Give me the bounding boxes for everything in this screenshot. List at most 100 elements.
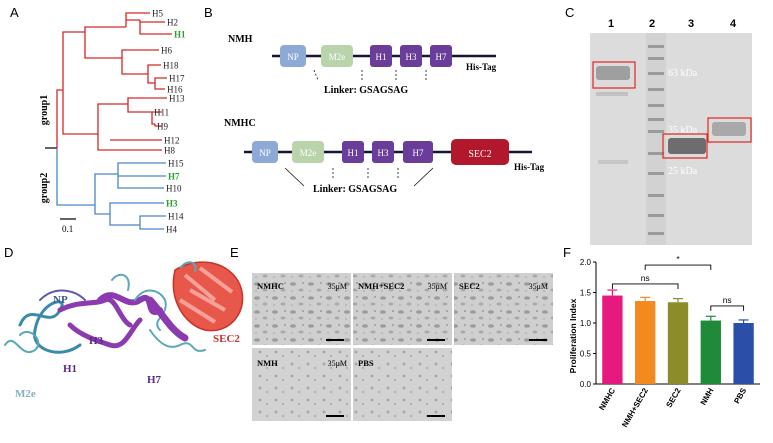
tree-leaf-h16: H16 [167,85,183,95]
tree-leaf-h6: H6 [161,46,172,56]
bar-pbs [733,323,754,384]
m2e-label: M2e [15,388,36,400]
nmh-h7-label: H7 [436,52,447,62]
tree-leaf-h17: H17 [169,74,185,84]
x-tick-label: NMHC [597,386,617,411]
y-tick-label: 2.0 [580,258,592,267]
significance-bracket [611,283,679,289]
tree-leaf-h15: H15 [168,159,184,169]
tree-group1 [56,12,172,151]
y-tick-label: 0.0 [580,380,592,389]
nmh-tag: His-Tag [466,62,497,72]
tree-leaf-h10: H10 [166,184,182,194]
nmh-linker: Linker: GSAGSAG [324,85,408,96]
nmhc-h3-label: H3 [378,148,389,158]
lane-4-label: 4 [730,18,737,30]
image-sec2 [454,273,553,345]
nmhc-tag: His-Tag [514,162,545,172]
image-nmh [252,348,351,421]
image-nmh-sec2-title: NMH+SEC2 [358,281,404,291]
image-nmhc-conc: 35μM [328,282,347,291]
nmhc-m2e-label: M2e [300,148,317,158]
nmh-linker-marks [313,69,427,81]
tree-leaf-h3: H3 [166,199,178,209]
h7-label: H7 [147,374,162,386]
highlight-boxes [592,61,752,159]
image-sec2-conc: 35μM [529,282,548,291]
image-nmhc [252,273,351,345]
nmhc-sec2-segment [451,139,509,165]
tree-group2 [56,148,166,230]
marker-35: 35 kDa [668,125,698,136]
panel-e-label: E [230,245,239,260]
tree-leaves: H5H2H1H6H18H17H16H13H11H9H12H8H15H7H10H3… [152,9,186,235]
nmhc-sec2-label: SEC2 [468,149,491,160]
nmhc-h1-label: H1 [348,148,359,158]
nmhc-title: NMHC [224,118,256,129]
tree-leaf-h13: H13 [169,94,185,104]
np-label: NP [53,294,68,306]
marker-63: 63 kDa [668,68,698,79]
significance-label: ns [641,273,650,283]
nmh-np-segment [280,45,306,67]
bar-sec2 [667,302,689,384]
group2-label: group2 [39,173,50,203]
nmh-h3-label: H3 [406,52,417,62]
nmh-title: NMH [228,34,253,45]
sec2-label: SEC2 [213,333,240,345]
nmh-h1-label: H1 [376,52,387,62]
image-nmh-sec2 [353,273,452,345]
bar-nmh [700,320,721,384]
protein-ribbon [4,273,206,354]
nmhc-h1-segment [342,141,364,163]
panel-c-label: C [565,5,574,20]
tree-leaf-h11: H11 [154,108,169,118]
tree-leaf-h14: H14 [168,212,184,222]
image-pbs [353,348,452,421]
image-nmh-sec2-conc: 35μM [428,282,447,291]
tree-leaf-h2: H2 [167,18,178,28]
nmhc-np-label: NP [259,148,271,158]
nmhc-h3-segment [372,141,394,163]
panel-f: F Proliferation Index 0.00.51.01.52.0NMH… [563,245,760,429]
x-tick-label: NMH+SEC2 [620,386,650,429]
tree-leaf-h12: H12 [164,136,180,146]
tree-leaf-h18: H18 [163,61,179,71]
nmh-m2e-segment [321,45,353,67]
panel-d-label: D [4,245,13,260]
x-tick-label: NMH [699,386,716,406]
y-axis-title: Proliferation Index [568,298,578,373]
tree-leaf-h5: H5 [152,9,163,19]
tree-leaf-h8: H8 [164,146,175,156]
scale-bar-label: 0.1 [62,224,73,234]
y-tick-label: 1.5 [580,289,592,298]
nmh-h7-segment [430,45,452,67]
marker-labels: 63 kDa 35 kDa 25 kDa [668,68,698,177]
image-nmh-conc: 35μM [328,359,347,368]
h1-label: H1 [63,363,77,375]
significance-label: * [676,254,680,264]
image-pbs-title: PBS [358,358,374,368]
nmh-h3-segment [400,45,422,67]
panel-b: B NMH NP M2e H1 H3 H7 His-Tag Linker: GS… [204,5,545,195]
x-tick-label: PBS [732,386,748,405]
nmhc-h7-segment [403,141,433,163]
nmh-h1-segment [370,45,392,67]
panel-b-label: B [204,5,213,20]
lane-1-label: 1 [608,18,614,30]
tree-leaf-h7: H7 [168,172,180,182]
image-nmh-title: NMH [257,358,278,368]
sec2-domain [172,261,244,332]
image-nmhc-title: NMHC [257,281,284,291]
panel-c: C 1 2 3 4 [565,5,752,245]
significance-bracket [710,305,745,311]
nmhc-linker: Linker: GSAGSAG [313,184,397,195]
group1-label: group1 [39,95,50,125]
panel-e: E NMHC 35μM NMH+SEC2 35μM SEC2 35μM NMH … [230,245,553,421]
bar-nmh-sec2 [635,301,656,384]
image-sec2-title: SEC2 [459,281,480,291]
nmh-np-label: NP [287,52,299,62]
y-tick-label: 0.5 [580,350,592,359]
panel-f-label: F [563,245,571,260]
